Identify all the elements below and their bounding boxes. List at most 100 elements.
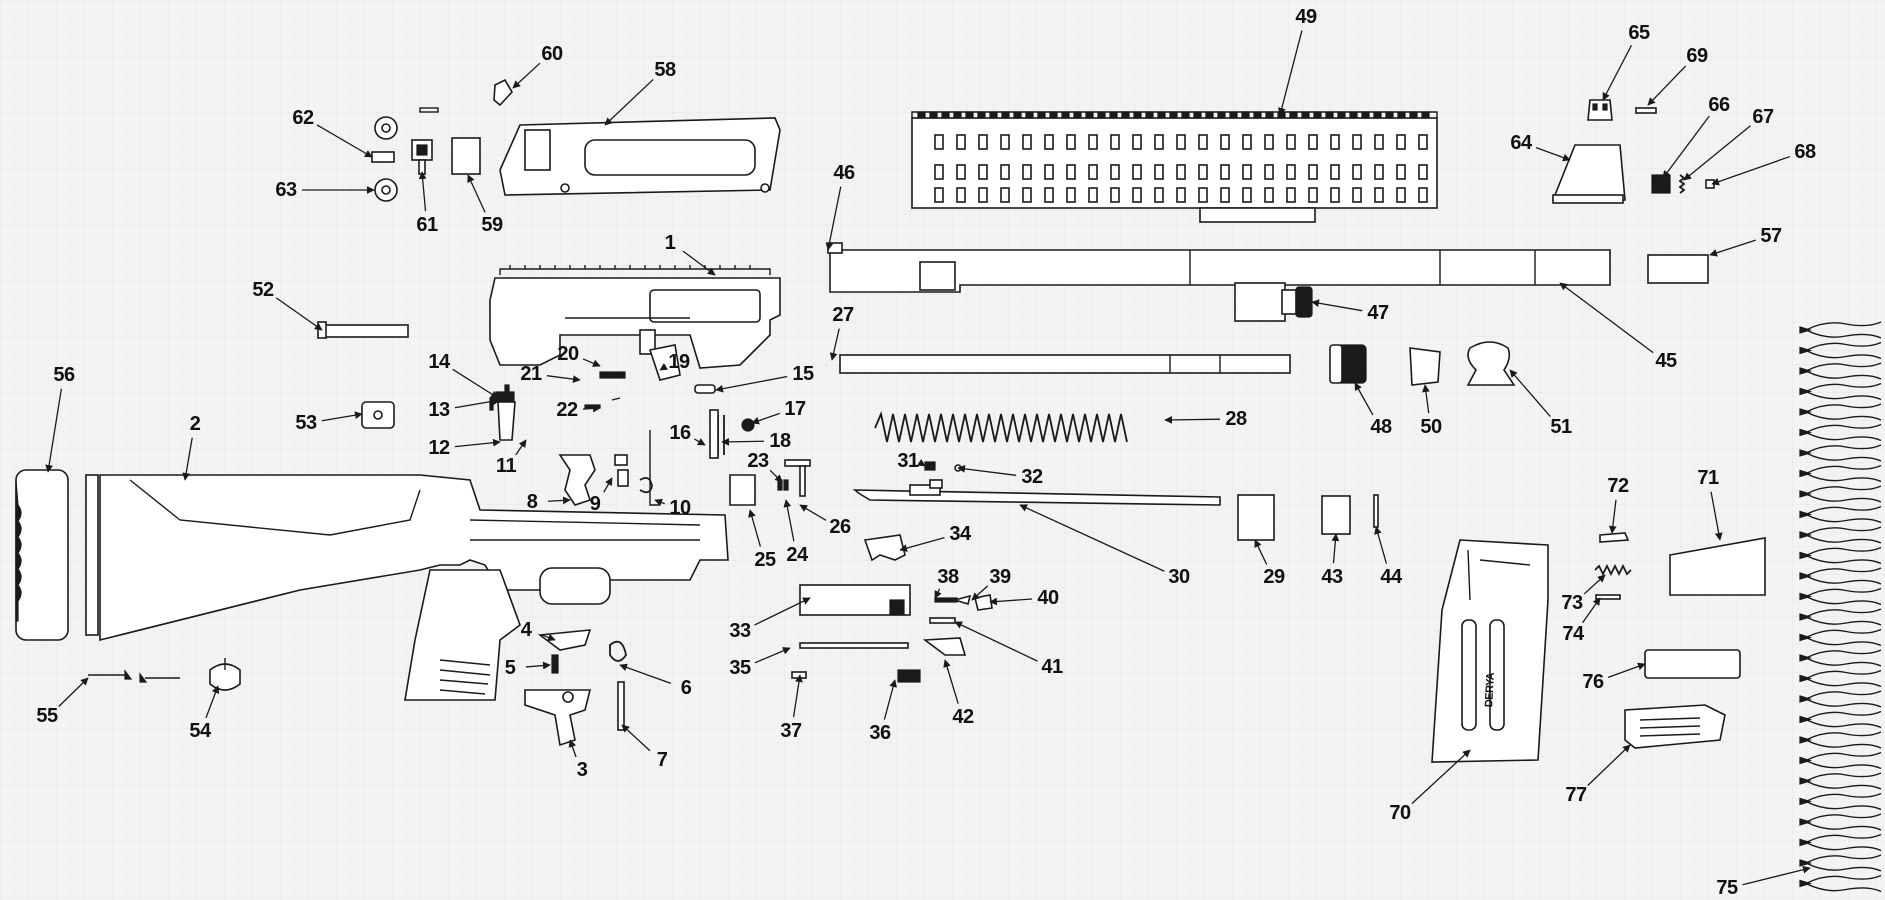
- leader-line-59: [467, 174, 486, 213]
- leader-line-14: [452, 368, 499, 399]
- callout-label-24: 24: [786, 544, 808, 566]
- leader-line-49: [1277, 30, 1303, 116]
- callout-label-27: 27: [832, 304, 854, 326]
- callout-label-38: 38: [937, 566, 959, 588]
- callout-label-37: 37: [780, 720, 802, 742]
- callout-label-6: 6: [680, 677, 692, 699]
- callout-label-72: 72: [1607, 475, 1629, 497]
- leader-line-31: [916, 458, 926, 467]
- leader-line-48: [1354, 382, 1374, 416]
- callout-label-7: 7: [656, 749, 668, 771]
- leader-line-25: [748, 509, 762, 547]
- callout-label-25: 25: [754, 549, 776, 571]
- callout-label-4: 4: [520, 619, 532, 641]
- leader-line-20: [582, 358, 601, 367]
- leader-line-13: [454, 397, 501, 409]
- callout-label-2: 2: [189, 413, 201, 435]
- callout-label-36: 36: [869, 722, 891, 744]
- mid-right-parts: [1237, 341, 1516, 541]
- leader-line-15: [715, 375, 788, 393]
- callout-label-23: 23: [747, 450, 769, 472]
- leader-line-72: [1608, 499, 1617, 534]
- leader-line-8: [547, 496, 571, 505]
- leader-line-44: [1374, 526, 1388, 564]
- leader-line-33: [754, 597, 811, 626]
- leader-line-70: [1411, 749, 1471, 805]
- leader-line-4: [540, 633, 556, 642]
- barrel-part: [827, 242, 1611, 293]
- muzzle-device-part: [1647, 254, 1709, 284]
- callout-label-1: 1: [664, 232, 676, 254]
- carry-handle-part: [499, 117, 781, 196]
- callout-label-61: 61: [416, 214, 438, 236]
- callout-label-28: 28: [1225, 408, 1247, 430]
- callout-label-64: 64: [1510, 132, 1532, 154]
- leader-line-52: [275, 297, 323, 331]
- leader-line-56: [45, 388, 63, 473]
- leader-line-16: [694, 438, 706, 446]
- callout-label-9: 9: [589, 493, 601, 515]
- callout-label-19: 19: [668, 351, 690, 373]
- leader-line-27: [829, 328, 840, 361]
- callout-label-31: 31: [897, 450, 919, 472]
- ammo-belt-part: [1799, 321, 1882, 893]
- leader-line-18: [721, 437, 765, 446]
- leader-line-35: [754, 647, 791, 664]
- leader-line-24: [783, 499, 795, 542]
- leader-line-29: [1254, 539, 1268, 565]
- leader-line-57: [1709, 239, 1756, 257]
- operating-rod-part: [852, 479, 1221, 506]
- callout-label-34: 34: [949, 523, 971, 545]
- callout-label-18: 18: [769, 430, 791, 452]
- callout-label-70: 70: [1389, 802, 1411, 824]
- callout-label-44: 44: [1380, 566, 1402, 588]
- leader-line-5: [525, 661, 551, 670]
- callout-label-3: 3: [576, 759, 588, 781]
- leader-line-34: [899, 536, 945, 552]
- leader-line-73: [1583, 574, 1606, 595]
- callout-label-13: 13: [428, 399, 450, 421]
- leader-line-64: [1535, 146, 1571, 162]
- gas-block-part: [1234, 282, 1313, 322]
- leader-line-68: [1711, 155, 1791, 186]
- callout-label-57: 57: [1760, 225, 1782, 247]
- leader-line-50: [1422, 384, 1430, 414]
- callout-label-30: 30: [1168, 566, 1190, 588]
- leader-line-75: [1742, 865, 1811, 886]
- callout-label-11: 11: [495, 455, 517, 477]
- leader-line-39: [971, 585, 989, 601]
- leader-line-12: [454, 438, 501, 448]
- leader-line-1: [682, 250, 716, 276]
- callout-label-60: 60: [541, 43, 563, 65]
- leader-line-40: [989, 597, 1033, 606]
- callout-label-49: 49: [1295, 6, 1317, 28]
- leader-line-61: [418, 171, 427, 212]
- callout-label-50: 50: [1420, 416, 1442, 438]
- leader-line-32: [957, 465, 1017, 476]
- recoil-spring-part: [874, 411, 1128, 443]
- callout-label-46: 46: [833, 162, 855, 184]
- leader-line-36: [883, 679, 897, 720]
- callout-label-74: 74: [1562, 623, 1584, 645]
- callout-label-68: 68: [1794, 141, 1816, 163]
- bolt-parts: [791, 461, 993, 683]
- callout-label-15: 15: [792, 363, 814, 385]
- callout-label-67: 67: [1752, 106, 1774, 128]
- accessory-parts: [1594, 532, 1766, 749]
- upper-receiver-part: [489, 265, 781, 369]
- callout-label-73: 73: [1561, 592, 1583, 614]
- callout-label-56: 56: [53, 364, 75, 386]
- leader-line-22: [582, 404, 601, 413]
- leader-line-76: [1607, 662, 1646, 679]
- leader-line-65: [1602, 45, 1633, 101]
- callout-label-29: 29: [1263, 566, 1285, 588]
- rear-sight-parts: [371, 78, 513, 202]
- leader-line-53: [321, 411, 363, 422]
- leader-line-45: [1559, 282, 1654, 354]
- leader-line-74: [1582, 597, 1601, 624]
- callout-label-21: 21: [520, 363, 542, 385]
- leader-line-71: [1710, 491, 1723, 541]
- leader-line-58: [604, 78, 654, 126]
